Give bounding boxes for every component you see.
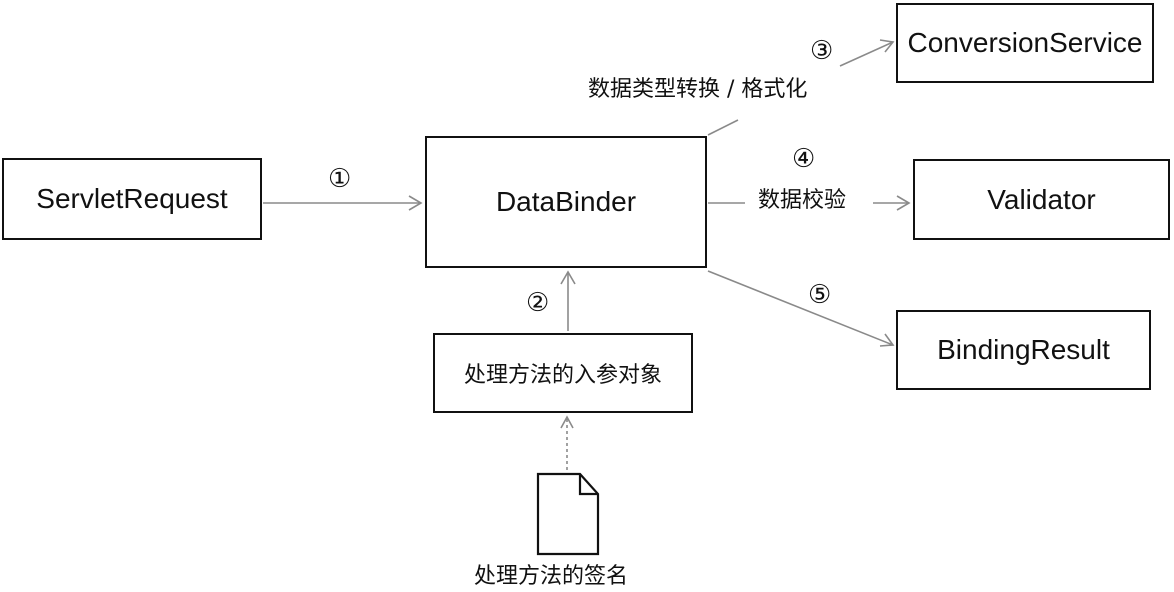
arrowhead-signature-to-param (560, 415, 574, 429)
handler-param-label: 处理方法的入参对象 (463, 363, 662, 388)
handler-param-box: 处理方法的入参对象 (433, 333, 693, 413)
arrow-binder-to-conversion-lower (707, 119, 739, 136)
step-1-marker: ① (328, 164, 352, 194)
step-3-marker: ③ (810, 36, 834, 66)
step-2-marker: ② (526, 288, 550, 318)
validator-box: Validator (913, 159, 1170, 240)
arrowhead-binder-to-binding (879, 333, 895, 347)
conversion-service-label: ConversionService (907, 27, 1143, 58)
arrowhead-param-to-binder (560, 270, 576, 285)
signature-label: 处理方法的签名 (474, 564, 629, 589)
validator-label: Validator (987, 183, 1096, 215)
arrowhead-binder-to-conversion (879, 39, 895, 53)
servlet-request-box: ServletRequest (2, 158, 262, 240)
validate-step-label: 数据校验 (758, 188, 847, 213)
step-4-marker: ④ (792, 144, 816, 174)
conversion-step-label: 数据类型转换 / 格式化 (588, 77, 808, 102)
arrowhead-binder-to-validator (896, 195, 911, 211)
arrowhead-servlet-to-binder (408, 195, 423, 211)
arrow-binder-to-binding (707, 270, 894, 346)
data-binder-box: DataBinder (425, 136, 707, 268)
binding-result-box: BindingResult (896, 310, 1151, 390)
conversion-service-box: ConversionService (896, 3, 1154, 83)
step-5-marker: ⑤ (808, 280, 832, 310)
data-binder-label: DataBinder (495, 186, 637, 217)
binding-result-label: BindingResult (937, 334, 1110, 365)
arrow-binder-to-conversion-upper (839, 41, 894, 67)
servlet-request-label: ServletRequest (36, 183, 228, 214)
document-icon (536, 472, 600, 556)
